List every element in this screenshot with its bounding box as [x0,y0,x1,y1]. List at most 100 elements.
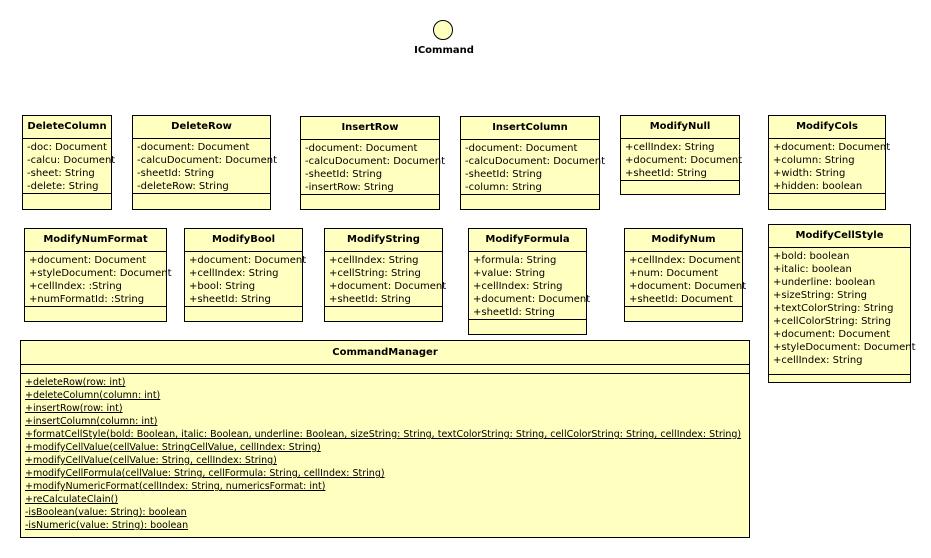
attribute: -sheetId: String [465,169,543,180]
attribute: +cellIndex: String [625,142,715,153]
operations: +deleteRow(row: int) +deleteColumn(colum… [21,374,749,534]
class-name: ModifyNum [625,229,742,252]
attribute: -calcu: Document [27,155,116,166]
class-modify-num-format: ModifyNumFormat +document: Document +sty… [24,228,172,322]
operation: +insertRow(row: int) [25,403,123,414]
attribute: +value: String [473,268,546,279]
attribute: +cellString: String [329,268,421,279]
attribute: +styleDocument: Document [773,342,916,353]
attribute: -sheetId: String [305,169,383,180]
attribute: +sheetId: String [473,307,555,318]
attributes: +cellIndex: String +document: Document +… [621,139,743,181]
class-modify-cell-style: ModifyCellStyle +bold: boolean +italic: … [768,224,916,383]
attribute: -calcuDocument: Document [137,155,278,166]
attribute: +textColorString: String [773,303,894,314]
attributes: +bold: boolean +italic: boolean +underli… [769,248,916,375]
attribute: +width: String [773,168,846,179]
attribute: +sizeString: String [773,290,868,301]
class-name: ModifyString [325,229,442,252]
attribute: +cellColorString: String [773,316,891,327]
attribute: +document: Document [629,281,747,292]
attributes: +document: Document +column: String +wid… [769,139,891,194]
operation: +modifyCellFormula(cellValue: String, ce… [25,468,385,479]
attribute: +sheetId: Document [629,294,733,305]
operation: +deleteColumn(column: int) [25,390,161,401]
attributes: +cellIndex: Document +num: Document +doc… [625,252,747,307]
attribute: +cellIndex: String [329,255,419,266]
attribute: +underline: boolean [773,277,876,288]
attribute: +document: Document [773,142,891,153]
attribute: +bool: String [189,281,256,292]
attribute: +column: String [773,155,855,166]
attributes: +cellIndex: String +cellString: String +… [325,252,447,307]
attribute: -document: Document [305,143,418,154]
operation: +formatCellStyle(bold: Boolean, italic: … [25,429,742,440]
class-delete-row: DeleteRow -document: Document -calcuDocu… [132,115,278,210]
class-insert-row: InsertRow -document: Document -calcuDocu… [300,116,446,210]
attribute: +document: Document [329,281,447,292]
class-name: ModifyBool [185,229,302,252]
attribute: -insertRow: String [305,182,394,193]
operation: +deleteRow(row: int) [25,377,126,388]
attributes: -doc: Document -calcu: Document -sheet: … [23,139,116,194]
class-insert-column: InsertColumn -document: Document -calcuD… [460,116,606,210]
attribute: -delete: String [27,181,99,192]
operation: +modifyNumericFormat(cellIndex: String, … [25,481,326,492]
operation: +insertColumn(column: int) [25,416,158,427]
class-name: DeleteRow [133,116,270,139]
attribute: -document: Document [137,142,250,153]
class-name: InsertRow [301,117,439,140]
attribute: +document: Document [773,329,891,340]
attribute: +document: Document [189,255,307,266]
operation: +modifyCellValue(cellValue: StringCellVa… [25,442,321,453]
attribute: +sheetId: String [189,294,271,305]
attribute: +sheetId: String [329,294,411,305]
attributes: -document: Document -calcuDocument: Docu… [301,140,446,195]
attribute: +styleDocument: Document [29,268,172,279]
operation: +reCalculateClain() [25,494,119,505]
attribute: +cellIndex: String [773,355,863,366]
interface-lollipop-icon [433,20,453,40]
attribute: +cellIndex: String [473,281,563,292]
attribute: +document: Document [625,155,743,166]
class-name: ModifyCols [769,116,885,139]
attributes [21,365,749,374]
attribute: +bold: boolean [773,251,850,262]
attributes: -document: Document -calcuDocument: Docu… [461,140,606,195]
attribute: -column: String [465,182,542,193]
class-name: CommandManager [21,341,749,365]
attribute: -calcuDocument: Document [465,156,606,167]
operation: -isNumeric(value: String): boolean [25,520,189,531]
class-modify-string: ModifyString +cellIndex: String +cellStr… [324,228,447,322]
operation: +modifyCellValue(cellValue: String, cell… [25,455,277,466]
attribute: -deleteRow: String [137,181,229,192]
attributes: -document: Document -calcuDocument: Docu… [133,139,278,194]
attribute: -doc: Document [27,142,107,153]
attribute: +hidden: boolean [773,181,863,192]
class-modify-null: ModifyNull +cellIndex: String +document:… [620,115,743,195]
interface-label: ICommand [414,45,474,56]
attributes: +document: Document +styleDocument: Docu… [25,252,172,307]
class-modify-num: ModifyNum +cellIndex: Document +num: Doc… [624,228,747,322]
attribute: -sheetId: String [137,168,215,179]
attribute: +num: Document [629,268,719,279]
attribute: +formula: String [473,255,557,266]
attributes: +formula: String +value: String +cellInd… [469,252,591,320]
attribute: -calcuDocument: Document [305,156,446,167]
class-command-manager: CommandManager +deleteRow(row: int) +del… [20,340,750,538]
attribute: +numFormatId: :String [29,294,145,305]
operation: -isBoolean(value: String): boolean [25,507,187,518]
class-name: ModifyFormula [469,229,586,252]
class-modify-cols: ModifyCols +document: Document +column: … [768,115,891,210]
attribute: +cellIndex: Document [629,255,741,266]
class-delete-column: DeleteColumn -doc: Document -calcu: Docu… [22,115,116,210]
attribute: +cellIndex: :String [29,281,122,292]
class-modify-formula: ModifyFormula +formula: String +value: S… [468,228,591,335]
attributes: +document: Document +cellIndex: String +… [185,252,307,307]
attribute: +document: Document [473,294,591,305]
class-modify-bool: ModifyBool +document: Document +cellInde… [184,228,307,322]
attribute: +italic: boolean [773,264,852,275]
class-name: ModifyNumFormat [25,229,166,252]
attribute: +sheetId: String [625,168,707,179]
class-name: DeleteColumn [23,116,111,139]
